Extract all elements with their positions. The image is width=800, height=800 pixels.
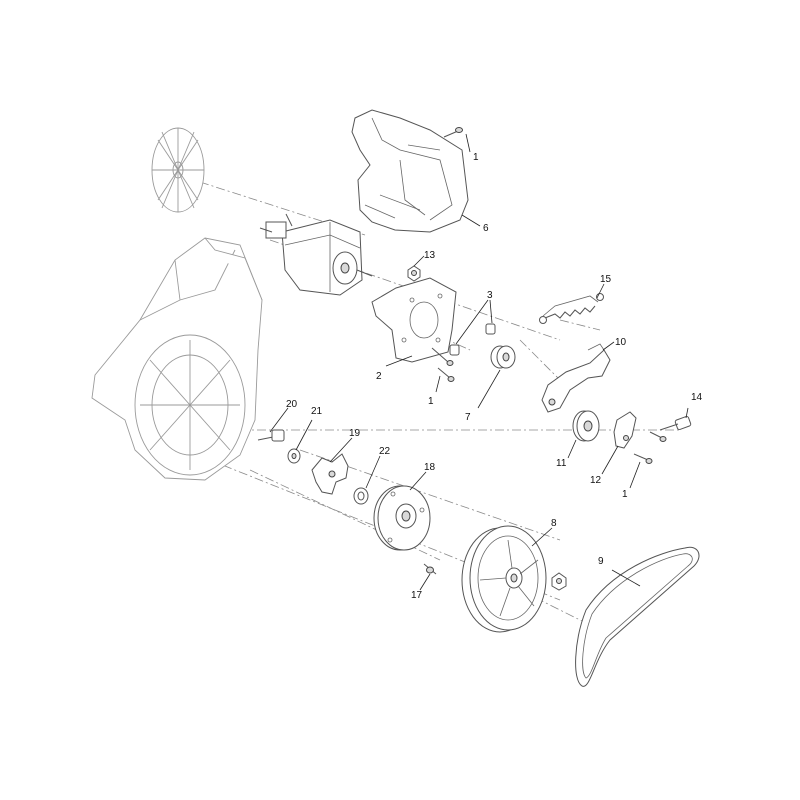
callout-7: 7 <box>465 412 471 423</box>
nut-13 <box>407 265 421 282</box>
screw-top <box>443 127 463 138</box>
impeller-fan <box>151 127 205 213</box>
callout-12: 12 <box>590 475 602 486</box>
idler-pulley-11 <box>572 410 600 442</box>
callout-8: 8 <box>551 518 557 529</box>
plate-screws <box>431 347 455 382</box>
electric-motor <box>259 213 373 296</box>
screw-17 <box>423 563 437 575</box>
callout-21: 21 <box>311 406 323 417</box>
callout-13: 13 <box>424 250 436 261</box>
callout-17: 17 <box>411 590 423 601</box>
tension-spring <box>539 293 604 324</box>
callout-leaders <box>269 133 689 591</box>
callout-1-top: 1 <box>473 152 479 163</box>
callout-19: 19 <box>349 428 361 439</box>
callout-11: 11 <box>556 458 567 469</box>
callout-14: 14 <box>691 392 703 403</box>
callout-3: 3 <box>487 290 493 301</box>
drive-pulley-8 <box>461 525 547 633</box>
deck-housing <box>91 237 263 481</box>
washer-22 <box>353 487 369 505</box>
callout-2: 2 <box>376 371 382 382</box>
pulley-nut <box>551 572 567 591</box>
callout-1-middle: 1 <box>428 396 434 407</box>
coupling-19 <box>311 453 349 495</box>
bolt-20 <box>257 429 285 442</box>
callout-15: 15 <box>600 274 612 285</box>
hub-flange-18 <box>373 485 431 551</box>
tensioner-arm <box>541 343 611 413</box>
washer-21 <box>287 448 301 464</box>
callout-20: 20 <box>286 399 298 410</box>
callout-10: 10 <box>615 337 627 348</box>
callout-labels: 1 6 13 15 3 10 2 1 7 14 20 21 19 22 18 1… <box>286 152 703 601</box>
right-screws <box>633 431 667 464</box>
callout-9: 9 <box>598 556 604 567</box>
callout-22: 22 <box>379 446 391 457</box>
bolt-14 <box>659 415 692 431</box>
belt-cover <box>351 109 469 233</box>
callout-1-lower: 1 <box>622 489 628 500</box>
callout-18: 18 <box>424 462 436 473</box>
callout-6: 6 <box>483 223 489 234</box>
link-12 <box>613 411 637 449</box>
roller-7 <box>490 345 516 369</box>
drive-belt-9 <box>575 546 700 687</box>
spacers-3 <box>449 323 496 356</box>
mounting-plate <box>371 277 457 363</box>
